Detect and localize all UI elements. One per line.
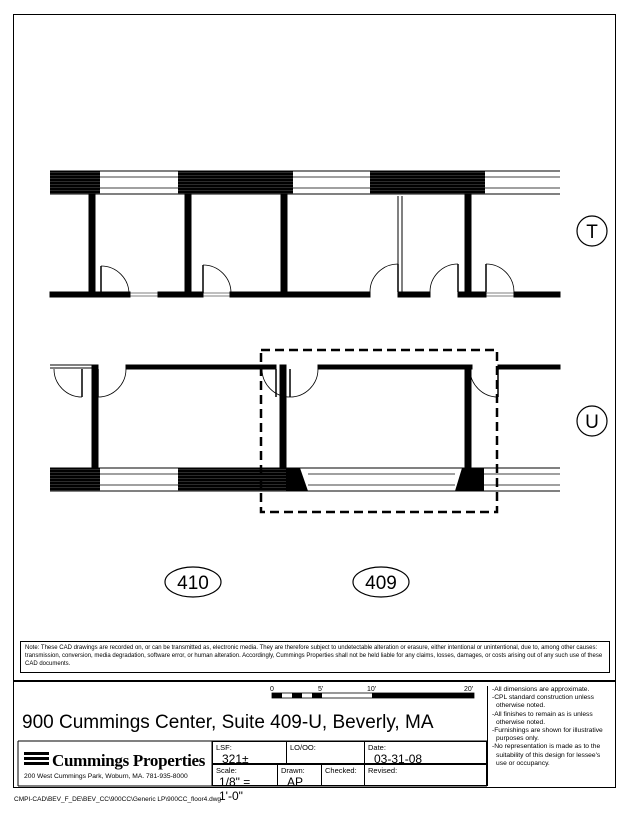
grid-label-t: T (586, 222, 598, 243)
title-block (14, 680, 615, 787)
loo-cell: LO/OO: (286, 741, 365, 764)
revised-label: Revised: (368, 766, 398, 775)
drawing-frame (13, 14, 616, 788)
suite-label-409: 409 (365, 573, 397, 594)
general-note: -No representation is made as to the sui… (492, 743, 601, 767)
company-logo-icon (24, 752, 49, 765)
checked-cell: Checked: (321, 764, 365, 786)
date-cell: Date: 03-31-08 (364, 741, 487, 766)
bottom-exterior-wall (50, 467, 560, 492)
grid-bubble-u (576, 405, 608, 437)
drawn-cell: Drawn: AP (277, 764, 322, 789)
scale-label: Scale: (216, 766, 237, 775)
loo-label: LO/OO: (290, 743, 316, 752)
company-address: 200 West Cummings Park, Woburn, MA. 781-… (24, 773, 188, 780)
general-note: -All dimensions are approximate. (492, 686, 590, 693)
scale-tick-10: 10' (367, 686, 377, 693)
scale-tick-20: 20' (464, 686, 474, 693)
top-partitions (49, 193, 561, 298)
scale-tick-5: 5' (318, 686, 324, 693)
scale-cell: Scale: 1/8" = 1'-0" (212, 764, 278, 803)
scale-value: 1/8" = 1'-0" (219, 775, 251, 803)
grid-bubble-t (576, 215, 608, 247)
suite-oval-410 (164, 566, 222, 598)
general-note: -CPL standard construction unless otherw… (492, 694, 594, 710)
drawn-label: Drawn: (281, 766, 305, 775)
scale-bar (271, 692, 475, 699)
general-note: -All finishes to remain as is unless oth… (492, 710, 593, 726)
lsf-value: 321± (222, 752, 249, 766)
drawn-value: AP (287, 775, 304, 789)
general-note: -Furnishings are shown for illustrative … (492, 727, 603, 743)
company-name: Cummings Properties (52, 751, 206, 770)
checked-label: Checked: (325, 766, 357, 775)
revised-cell: Revised: (364, 764, 487, 786)
cad-disclaimer-note: Note: These CAD drawings are recorded on… (20, 641, 610, 673)
scale-tick-0: 0 (270, 686, 274, 693)
grid-label-u: U (585, 412, 599, 433)
lsf-label: LSF: (216, 743, 232, 752)
suite-oval-409 (352, 566, 410, 598)
lsf-cell: LSF: 321± (212, 741, 287, 766)
date-label: Date: (368, 743, 386, 752)
general-notes: -All dimensions are approximate. -CPL st… (487, 686, 611, 786)
top-exterior-wall (50, 170, 560, 195)
suite-label-410: 410 (177, 573, 209, 594)
suite-boundary (259, 348, 499, 514)
file-path: CMPI-CAD\BEV_F_DE\BEV_CC\900CC\Generic L… (14, 796, 222, 803)
date-value: 03-31-08 (374, 752, 423, 766)
drawing-title: 900 Cummings Center, Suite 409-U, Beverl… (22, 712, 434, 733)
bottom-partitions (50, 364, 561, 469)
